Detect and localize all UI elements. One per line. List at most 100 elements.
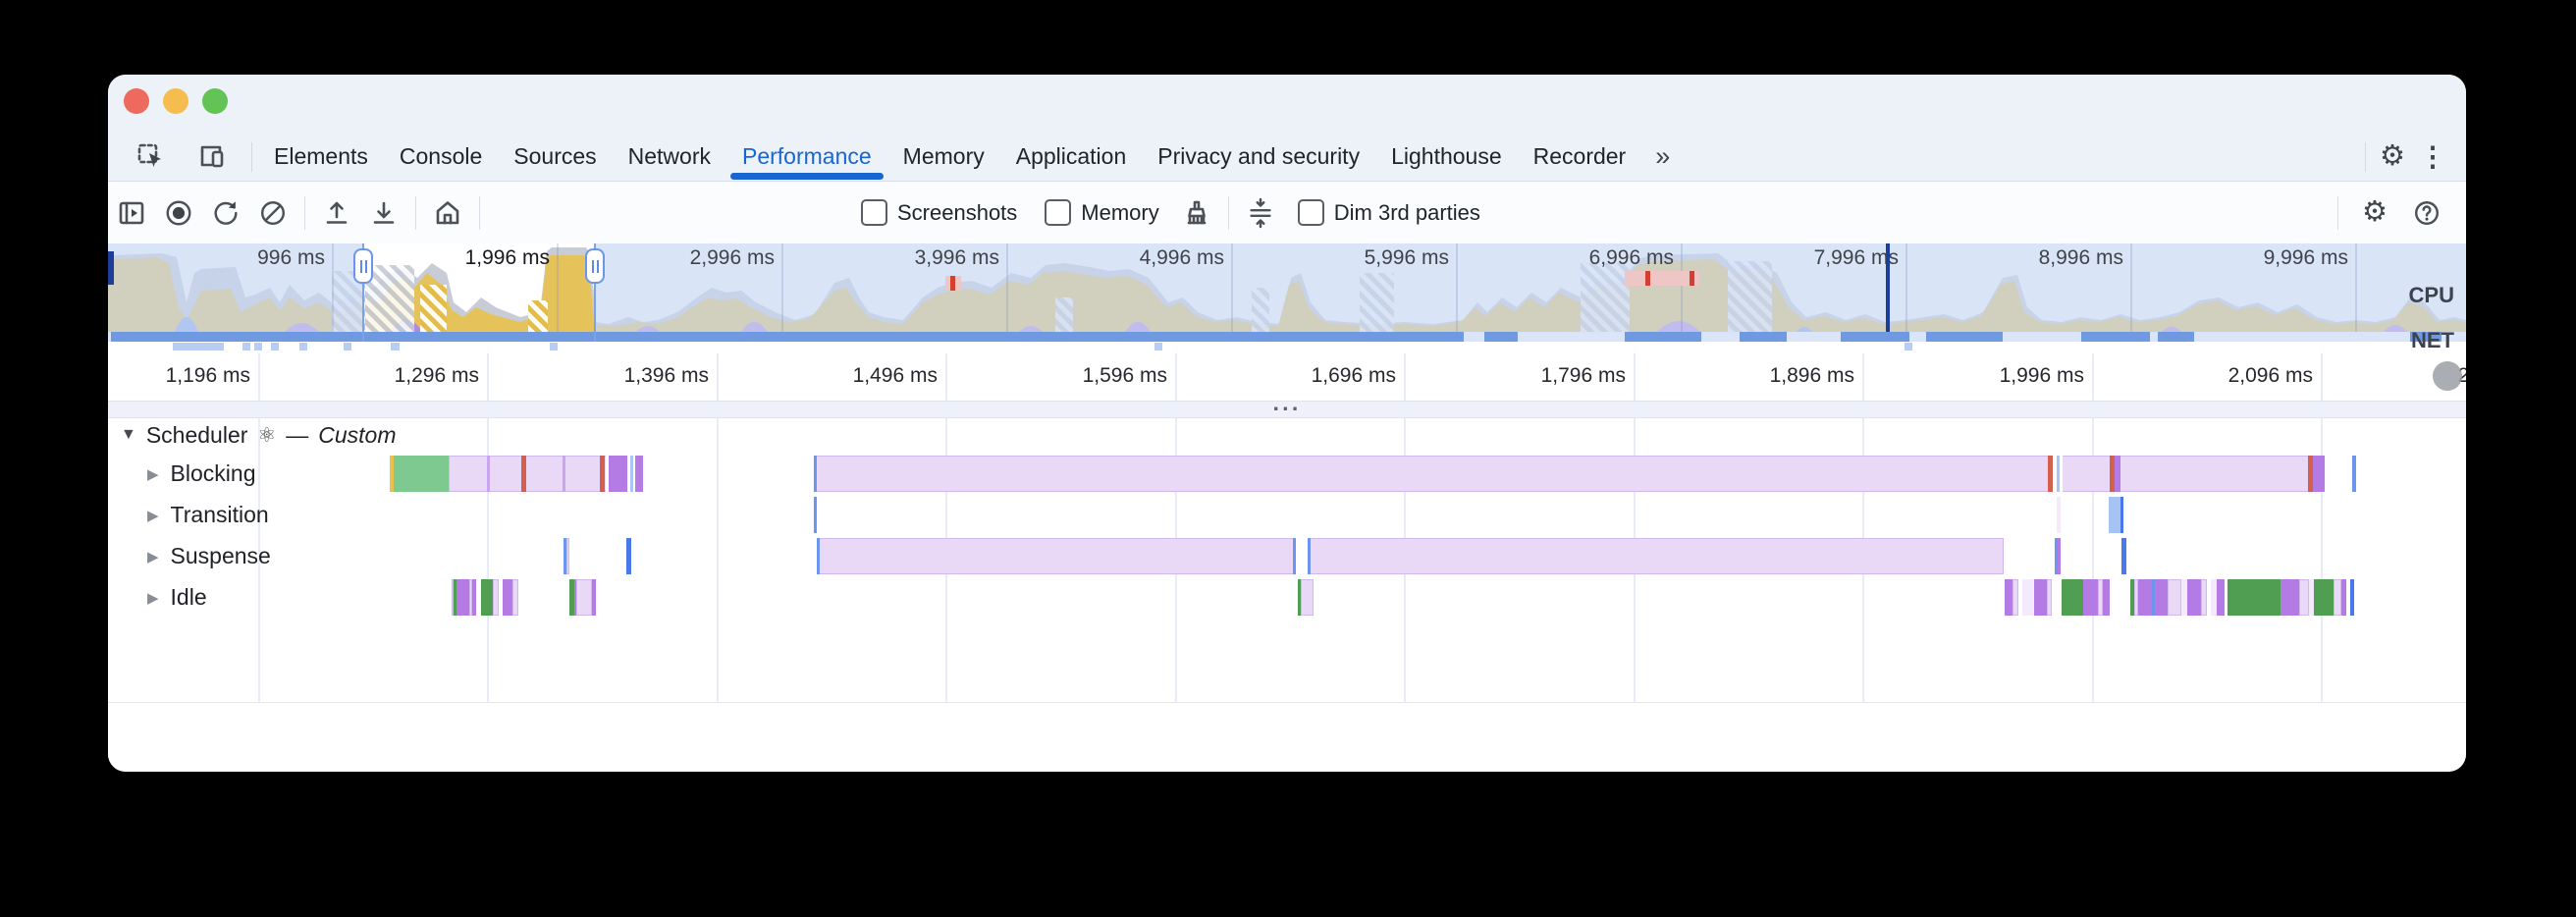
flame-bar-purpleline[interactable] bbox=[487, 456, 490, 492]
flame-bar-bluelt[interactable] bbox=[2057, 456, 2060, 492]
screenshots-checkbox[interactable]: Screenshots bbox=[861, 199, 1017, 226]
flame-bar-greendk[interactable] bbox=[481, 579, 493, 616]
flame-bar-red[interactable] bbox=[2308, 456, 2313, 492]
flame-bar-lavender[interactable] bbox=[1308, 538, 2004, 574]
checkbox-box[interactable] bbox=[1297, 199, 1324, 226]
expand-triangle-icon[interactable]: ▶ bbox=[147, 465, 159, 483]
flame-bar-lavender[interactable] bbox=[512, 579, 518, 616]
upload-profile-icon[interactable] bbox=[322, 198, 351, 228]
flame-bar-greendk[interactable] bbox=[1298, 579, 1301, 616]
flame-bar-purple[interactable] bbox=[456, 579, 469, 616]
track-row-idle[interactable]: ▶Idle bbox=[147, 579, 207, 616]
flame-bar-lavender[interactable] bbox=[2334, 579, 2341, 616]
tab-application[interactable]: Application bbox=[1015, 143, 1127, 169]
flame-bar-white[interactable] bbox=[2053, 456, 2057, 492]
flame-bar-bluemed[interactable] bbox=[2352, 456, 2356, 492]
flame-bar-bluedk[interactable] bbox=[626, 538, 631, 574]
flame-bar-purple[interactable] bbox=[609, 456, 627, 492]
flame-bar-bluedk[interactable] bbox=[2121, 538, 2126, 574]
flame-bar-purple[interactable] bbox=[2187, 579, 2201, 616]
flame-bar-greendk[interactable] bbox=[2227, 579, 2281, 616]
flame-bar-green[interactable] bbox=[394, 456, 449, 492]
flame-bar-lavender2[interactable] bbox=[2057, 497, 2061, 533]
divider-drag-handle[interactable]: ··· bbox=[1272, 396, 1302, 421]
tab-recorder[interactable]: Recorder bbox=[1532, 143, 1627, 169]
collect-garbage-icon[interactable] bbox=[1182, 198, 1211, 228]
settings-gear-icon[interactable]: ⚙ bbox=[2380, 140, 2405, 172]
selection-left-handle[interactable] bbox=[353, 248, 373, 284]
flame-bar-greendk[interactable] bbox=[2314, 579, 2334, 616]
flame-bar-bluemed[interactable] bbox=[1308, 538, 1311, 574]
track-row-blocking[interactable]: ▶Blocking bbox=[147, 456, 255, 492]
flame-bar-purple[interactable] bbox=[2138, 579, 2152, 616]
flame-bar-red[interactable] bbox=[2048, 456, 2053, 492]
flame-bar-purple[interactable] bbox=[2217, 579, 2225, 616]
flame-bar-lavender[interactable] bbox=[566, 538, 569, 574]
flame-bar-lavender[interactable] bbox=[2047, 579, 2052, 616]
tab-console[interactable]: Console bbox=[399, 143, 483, 169]
flame-bar-lavender[interactable] bbox=[493, 579, 499, 616]
flame-bar-red[interactable] bbox=[521, 456, 526, 492]
flame-bar-lavender2[interactable] bbox=[2309, 579, 2314, 616]
tab-lighthouse[interactable]: Lighthouse bbox=[1391, 143, 1502, 169]
flame-bar-bluelt[interactable] bbox=[630, 456, 633, 492]
collapse-sections-icon[interactable] bbox=[1246, 197, 1275, 228]
flame-bar-bluedk[interactable] bbox=[2350, 579, 2354, 616]
panel-divider[interactable]: ··· bbox=[108, 396, 2466, 421]
flame-bar-bluelt2[interactable] bbox=[2109, 497, 2120, 533]
flame-bar-lavender[interactable] bbox=[814, 456, 2325, 492]
flame-bar-lavender[interactable] bbox=[452, 579, 454, 616]
flame-bar-bluemed[interactable] bbox=[1293, 538, 1296, 574]
flame-bar-lavender2[interactable] bbox=[2181, 579, 2187, 616]
flame-bar-lavender[interactable] bbox=[817, 538, 1296, 574]
zoom-button[interactable] bbox=[202, 88, 228, 114]
tab-memory[interactable]: Memory bbox=[902, 143, 985, 169]
flame-bar-white[interactable] bbox=[627, 456, 630, 492]
download-profile-icon[interactable] bbox=[369, 198, 399, 228]
record-and-reload-button[interactable] bbox=[211, 198, 241, 228]
flame-bar-purple[interactable] bbox=[503, 579, 512, 616]
flame-bar-purple[interactable] bbox=[2103, 579, 2110, 616]
flame-bar-bluemed[interactable] bbox=[814, 456, 817, 492]
flame-bar-yellow[interactable] bbox=[390, 456, 394, 492]
flame-bar-lavender[interactable] bbox=[2134, 579, 2138, 616]
inspect-element-icon[interactable] bbox=[136, 142, 166, 172]
show-sidebar-icon[interactable] bbox=[117, 198, 146, 228]
checkbox-box[interactable] bbox=[861, 199, 887, 226]
flame-bar-purple[interactable] bbox=[2281, 579, 2299, 616]
flame-bar-purple[interactable] bbox=[2341, 579, 2346, 616]
tab-performance[interactable]: Performance bbox=[726, 134, 887, 180]
tab-network[interactable]: Network bbox=[627, 143, 711, 169]
flame-bar-purple[interactable] bbox=[2155, 579, 2168, 616]
flame-bar-lavender[interactable] bbox=[2012, 579, 2018, 616]
flame-bar-lavender[interactable] bbox=[2299, 579, 2309, 616]
track-header-scheduler[interactable]: ▼ Scheduler ⚛ — Custom bbox=[121, 420, 397, 450]
flame-bar-lavender2[interactable] bbox=[2211, 579, 2217, 616]
flame-bar-bluemed[interactable] bbox=[817, 538, 820, 574]
expand-triangle-icon[interactable]: ▶ bbox=[147, 589, 159, 607]
track-row-suspense[interactable]: ▶Suspense bbox=[147, 538, 271, 574]
flame-bar-purple[interactable] bbox=[2005, 579, 2012, 616]
flame-bar-purpleline[interactable] bbox=[563, 456, 565, 492]
selection-right-handle[interactable] bbox=[585, 248, 605, 284]
flame-bar-purple[interactable] bbox=[2058, 538, 2061, 574]
expand-triangle-icon[interactable]: ▶ bbox=[147, 507, 159, 524]
expand-triangle-icon[interactable]: ▶ bbox=[147, 548, 159, 566]
flame-bar-greendk[interactable] bbox=[454, 579, 456, 616]
flame-bar-greendk[interactable] bbox=[2130, 579, 2134, 616]
flame-bar-red[interactable] bbox=[600, 456, 605, 492]
flame-bar-bluemed[interactable] bbox=[2055, 538, 2058, 574]
flame-bar-lavender[interactable] bbox=[2168, 579, 2181, 616]
flame-bar-lavender[interactable] bbox=[2201, 579, 2207, 616]
clear-recording-icon[interactable] bbox=[258, 198, 288, 228]
flame-bar-white[interactable] bbox=[2060, 456, 2063, 492]
collapse-triangle-icon[interactable]: ▼ bbox=[121, 426, 136, 443]
help-icon[interactable] bbox=[2412, 198, 2442, 228]
capture-settings-gear-icon[interactable]: ⚙ bbox=[2362, 196, 2388, 228]
memory-checkbox[interactable]: Memory bbox=[1045, 199, 1159, 226]
flame-bar-purple[interactable] bbox=[574, 579, 576, 616]
close-button[interactable] bbox=[124, 88, 149, 114]
flame-bar-purple[interactable] bbox=[2034, 579, 2047, 616]
minimize-button[interactable] bbox=[163, 88, 188, 114]
